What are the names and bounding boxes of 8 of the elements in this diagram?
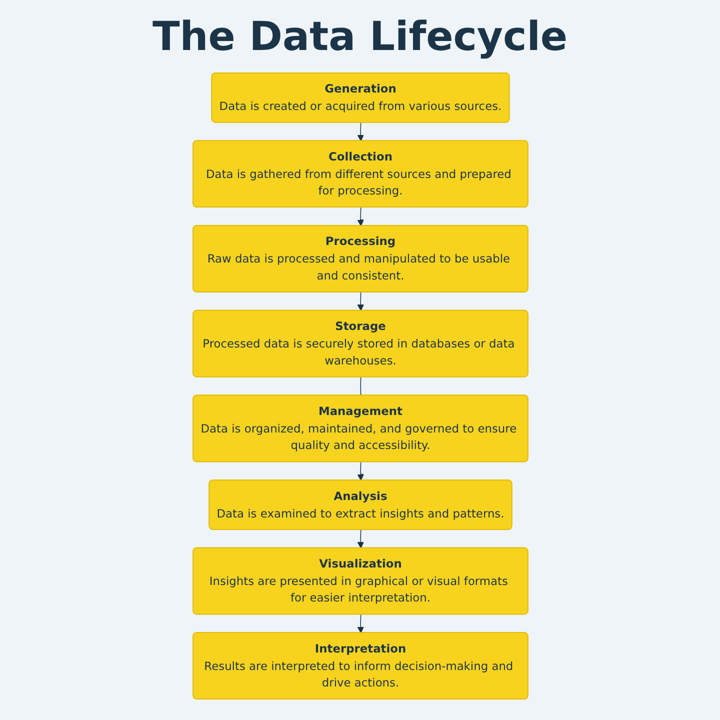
arrow xyxy=(356,529,364,548)
arrow xyxy=(356,122,364,142)
title: The Data Lifecycle xyxy=(151,13,569,62)
arrow xyxy=(356,207,364,226)
arrow xyxy=(356,462,364,481)
arrow xyxy=(356,292,364,311)
connector xyxy=(360,376,361,396)
arrow xyxy=(356,614,364,634)
